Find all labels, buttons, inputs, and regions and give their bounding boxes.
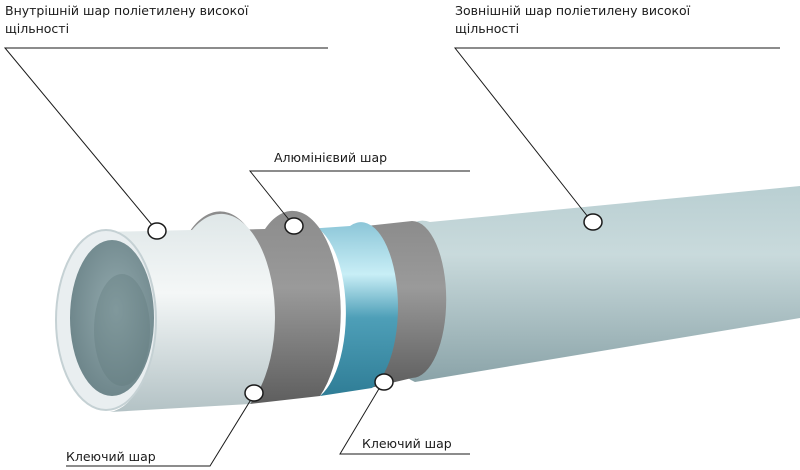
label-aluminium-layer: Алюмінієвий шар bbox=[274, 150, 388, 165]
leader-adhesive-left bbox=[66, 392, 256, 467]
aluminium-band bbox=[292, 222, 398, 396]
adhesive-band-right bbox=[348, 221, 447, 388]
label-adhesive-layer-left: Клеючий шар bbox=[66, 449, 156, 464]
leader-aluminium bbox=[248, 170, 470, 227]
leader-adhesive-right bbox=[339, 381, 470, 455]
label-inner-layer-line2: щільності bbox=[5, 21, 70, 36]
marker-adhesive-left bbox=[244, 384, 264, 402]
marker-inner-layer bbox=[147, 222, 167, 240]
label-outer-layer: Зовнішній шар поліетилену високої щільно… bbox=[455, 2, 690, 38]
marker-adhesive-right bbox=[374, 373, 394, 391]
adhesive-band-left bbox=[190, 210, 341, 404]
pipe-bore bbox=[70, 240, 154, 396]
marker-outer-layer bbox=[583, 213, 603, 231]
label-adhesive-layer-right: Клеючий шар bbox=[362, 436, 452, 451]
pipe-bore-shadow bbox=[94, 274, 150, 386]
outer-layer bbox=[381, 186, 800, 382]
label-outer-layer-line1: Зовнішній шар поліетилену високої bbox=[455, 3, 691, 18]
leader-outer-layer bbox=[453, 47, 780, 223]
marker-aluminium bbox=[284, 217, 304, 235]
leader-inner-layer bbox=[3, 47, 328, 232]
label-inner-layer: Внутрішній шар поліетилену високої щільн… bbox=[5, 2, 248, 38]
label-inner-layer-line1: Внутрішній шар поліетилену високої bbox=[5, 3, 249, 18]
label-outer-layer-line2: щільності bbox=[455, 21, 520, 36]
